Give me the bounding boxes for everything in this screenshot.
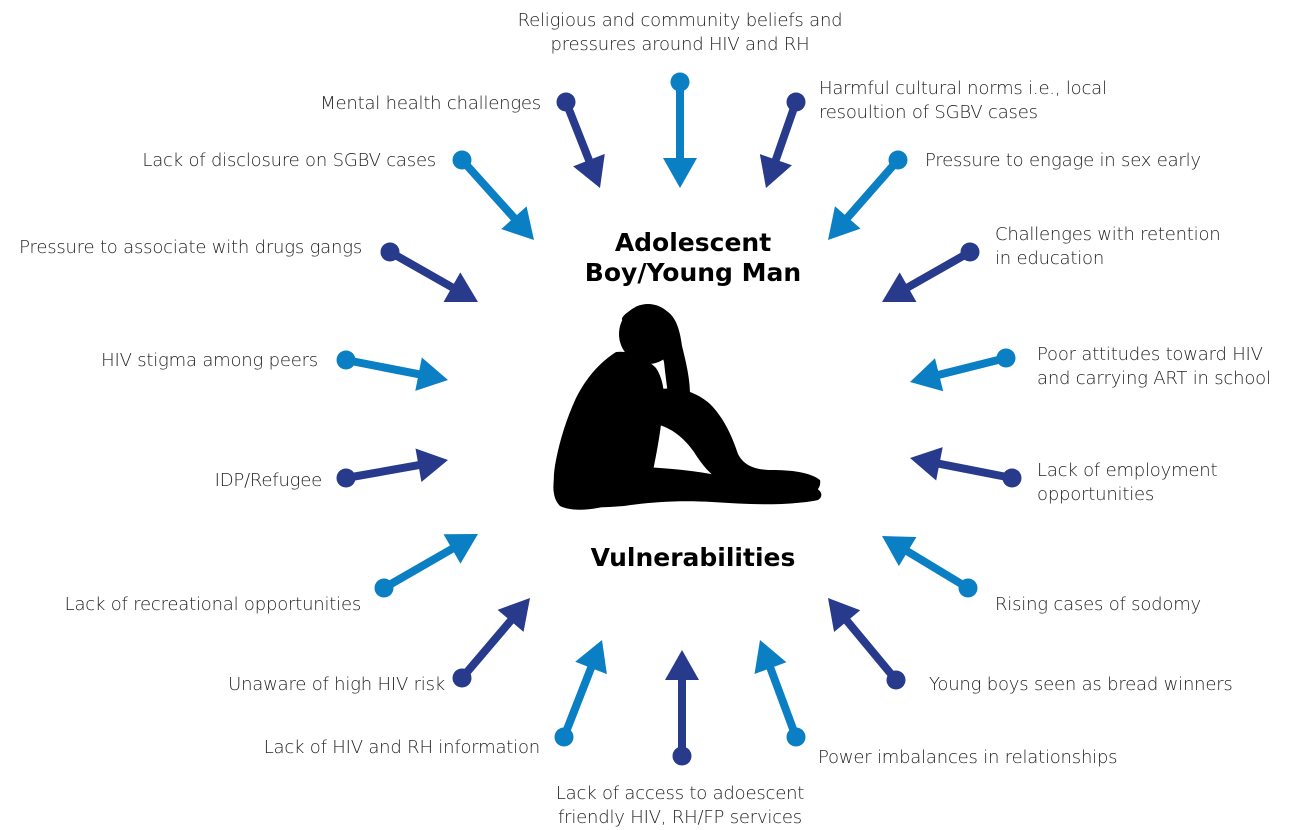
label-hiv-rh-information: Lack of HIV and RH information [263, 737, 540, 758]
arrow-head [415, 448, 448, 482]
arrow-head [573, 153, 605, 188]
arrow-shaft [382, 544, 456, 592]
arrow-bread-winners [828, 598, 906, 690]
arrow-head [910, 358, 944, 392]
arrow-origin-dot [374, 578, 394, 598]
label-service-access: Lack of access to adoescent friendly HIV… [555, 783, 805, 828]
label-bread-winners: Young boys seen as bread winners [929, 674, 1233, 695]
arrow-head [575, 640, 607, 675]
arrows-layer [336, 72, 1022, 766]
arrow-origin-dot [786, 92, 806, 112]
arrow-head [443, 534, 478, 564]
arrow-service-access [665, 650, 699, 766]
arrow-idp-refugee [336, 448, 448, 488]
arrow-shaft [765, 664, 800, 739]
arrow-head [828, 206, 861, 240]
arrow-origin-dot [670, 72, 690, 92]
arrow-head [443, 272, 478, 302]
arrow-head [497, 598, 530, 632]
label-power-imbalances: Power imbalances in relationships [818, 747, 1118, 768]
arrow-head [910, 447, 943, 481]
arrow-shaft [458, 616, 515, 681]
arrow-head [759, 154, 792, 188]
arrow-head [663, 158, 697, 188]
arrow-head [501, 206, 534, 240]
arrow-shaft [459, 157, 519, 222]
arrow-head [882, 536, 917, 567]
arrow-shaft [842, 616, 900, 683]
arrow-religious-beliefs [663, 72, 697, 188]
label-idp-refugee: IDP/Refugee [214, 470, 323, 491]
sitting-boy-silhouette-icon [553, 304, 822, 510]
diagram-title: Adolescent Boy/Young Man [540, 228, 846, 288]
label-sodomy: Rising cases of sodomy [995, 594, 1201, 615]
arrow-hiv-rh-information [554, 640, 607, 747]
arrow-origin-dot [380, 242, 400, 262]
title-line-2: Boy/Young Man [584, 258, 802, 287]
arrow-sgbv-disclosure [452, 150, 534, 240]
arrow-origin-dot [452, 150, 472, 170]
arrow-shaft [936, 354, 1007, 380]
arrow-origin-dot [960, 242, 980, 262]
arrow-origin-dot [886, 670, 906, 690]
label-early-sex: Pressure to engage in sex early [925, 150, 1201, 171]
arrow-origin-dot [336, 468, 356, 488]
arrow-origin-dot [888, 150, 908, 170]
arrow-origin-dot [556, 92, 576, 112]
arrow-head [754, 640, 787, 675]
arrow-origin-dot [1002, 468, 1022, 488]
arrow-shaft [388, 248, 456, 292]
label-hiv-risk-awareness: Unaware of high HIV risk [228, 674, 445, 695]
label-sgbv-disclosure: Lack of disclosure on SGBV cases [142, 150, 436, 171]
arrow-shaft [903, 547, 971, 592]
arrow-head [415, 357, 448, 391]
arrow-employment [910, 447, 1022, 488]
arrow-head [828, 598, 861, 632]
arrow-shaft [560, 664, 596, 739]
arrow-hiv-stigma [336, 350, 448, 391]
arrow-origin-dot [958, 578, 978, 598]
arrow-origin-dot [672, 746, 692, 766]
label-mental-health: Mental health challenges [320, 93, 541, 114]
label-drug-gangs: Pressure to associate with drugs gangs [19, 237, 362, 258]
arrow-shaft [904, 248, 972, 292]
title-line-1: Adolescent [614, 228, 772, 257]
label-recreational: Lack of recreational opportunities [64, 594, 362, 615]
label-religious-beliefs: Religious and community beliefs and pres… [517, 10, 843, 55]
arrow-shaft [936, 459, 1013, 482]
arrow-sodomy [882, 536, 978, 598]
arrow-recreational [374, 534, 478, 598]
label-hiv-stigma: HIV stigma among peers [101, 350, 318, 371]
arrow-origin-dot [996, 348, 1016, 368]
label-hiv-attitudes-school: Poor attitudes toward HIV and carrying A… [1037, 344, 1271, 389]
vulnerabilities-label: Vulnerabilities [590, 543, 796, 572]
arrow-harmful-norms [759, 92, 806, 188]
arrow-power-imbalances [754, 640, 806, 747]
arrow-origin-dot [554, 727, 574, 747]
arrow-shaft [843, 157, 902, 222]
arrow-head [882, 272, 917, 302]
arrow-origin-dot [452, 668, 472, 688]
arrow-origin-dot [786, 727, 806, 747]
arrow-origin-dot [336, 350, 356, 370]
arrow-drug-gangs [380, 242, 478, 302]
arrow-shaft [562, 100, 594, 164]
arrow-mental-health [556, 92, 605, 188]
arrow-hiv-attitudes-school [910, 348, 1016, 392]
arrow-shaft [771, 100, 800, 163]
arrow-head [665, 650, 699, 680]
arrow-early-sex [828, 150, 908, 240]
label-employment: Lack of employment opportunities [1037, 460, 1218, 505]
arrow-hiv-risk-awareness [452, 598, 530, 688]
label-education-retention: Challenges with retention in education [995, 224, 1221, 269]
arrow-education-retention [882, 242, 980, 302]
arrow-shaft [345, 356, 422, 379]
arrow-shaft [345, 460, 422, 482]
label-harmful-norms: Harmful cultural norms i.e., local resou… [819, 78, 1107, 123]
